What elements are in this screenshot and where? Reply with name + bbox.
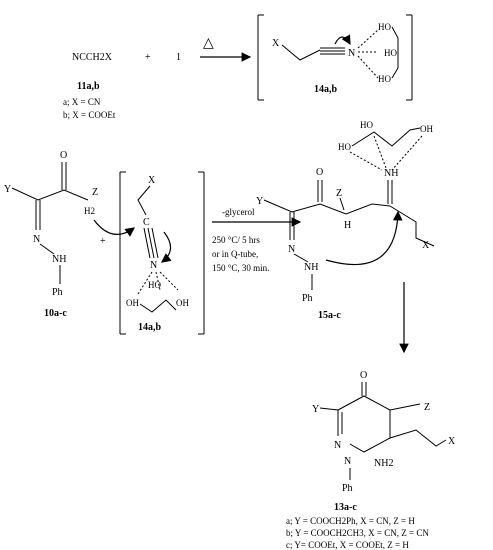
hydroxyl-3: HO	[378, 74, 391, 84]
product-13: O Y Z N N Ph NH2 X 13a-c	[312, 370, 456, 513]
condition-line-2: 250 °C/ 5 hrs	[212, 235, 260, 245]
hydroxyl-oh-right: OH	[176, 298, 189, 308]
condition-line-3: or in Q-tube,	[212, 249, 258, 259]
nitrogen-n: N	[348, 48, 355, 59]
legend-c: c; Y= COOEt, X = COOEt, Z = H	[286, 540, 409, 550]
hydroxyl-ho: HO	[148, 280, 161, 290]
compound-label-14-lower: 14a,b	[138, 322, 162, 333]
hydroxyl-ho-top: HO	[360, 120, 373, 130]
condition-line-4: 150 °C, 30 min.	[212, 263, 269, 273]
substituent-y: Y	[312, 404, 319, 415]
legend-a: a; Y = COOCH2Ph, X = CN, Z = H	[286, 516, 415, 526]
hydroxyl-ho-left: HO	[338, 142, 351, 152]
hydroxyl-oh-right: OH	[420, 124, 433, 134]
amine-nh2: NH2	[374, 458, 393, 469]
variant-b: b; X = COOEt	[63, 110, 116, 120]
plus-sign-2: +	[100, 236, 106, 247]
phenyl-ph: Ph	[52, 287, 63, 298]
reagent-11: NCCH2X + 1 11a,b a; X = CN b; X = COOEt	[63, 52, 181, 120]
heat-symbol: △	[203, 36, 214, 51]
oxygen-o: O	[360, 370, 367, 381]
oxygen-o: O	[316, 167, 323, 178]
hydroxyl-1: HO	[378, 22, 391, 32]
phenyl-ph: Ph	[302, 293, 313, 304]
oxygen-o: O	[60, 150, 67, 161]
condition-line-1: -glycerol	[222, 207, 255, 217]
legend-b: b; Y = COOCH2CH3, X = CN, Z = CN	[286, 528, 429, 538]
imine-nh: NH	[384, 168, 398, 179]
hydroxyl-2: HO	[384, 48, 397, 58]
substituent-z: Z	[424, 402, 430, 413]
ring-nitrogen-2: N	[344, 456, 351, 467]
substituent-y: Y	[4, 184, 11, 195]
amine-nh: NH	[304, 262, 318, 273]
reagent-formula: NCCH2X	[72, 52, 113, 63]
compound-label-14: 14a,b	[314, 84, 338, 95]
substituent-z: Z	[92, 187, 98, 198]
substituent-x: X	[148, 175, 156, 186]
step1-arrow: △	[200, 36, 252, 62]
hydroxyl-oh-left: OH	[126, 298, 139, 308]
nitrogen-n: N	[288, 244, 295, 255]
hydrazone-10: O Y Z H2 N NH Ph 10a-c	[4, 150, 135, 319]
substituent-y: Y	[256, 196, 263, 207]
substituent-x: X	[422, 240, 430, 251]
substituent-legend: a; Y = COOCH2Ph, X = CN, Z = H b; Y = CO…	[286, 516, 429, 550]
partner-label: 1	[176, 52, 181, 63]
intermediate-15: HO HO OH NH O Y Z H N NH Ph X 15a-c	[256, 120, 435, 321]
hydrogen-h: H	[344, 220, 351, 231]
nitrogen-n: N	[150, 260, 157, 271]
compound-label-15: 15a-c	[318, 310, 341, 321]
step2-arrow: -glycerol 250 °C/ 5 hrs or in Q-tube, 15…	[212, 207, 302, 273]
compound-label-13: 13a-c	[334, 502, 357, 513]
methylene-h2: H2	[84, 206, 95, 216]
compound-label-10: 10a-c	[44, 308, 67, 319]
complex-14-lower: X C N HO OH OH 14a,b	[119, 171, 205, 335]
complex-14-top: X N HO HO HO 14a,b	[257, 14, 413, 101]
variant-a: a; X = CN	[63, 97, 101, 107]
substituent-x: X	[448, 436, 456, 447]
plus-sign: +	[145, 52, 151, 63]
compound-label-11: 11a,b	[77, 81, 100, 92]
substituent-x: X	[272, 38, 280, 49]
ring-nitrogen-1: N	[334, 440, 341, 451]
substituent-z: Z	[336, 188, 342, 199]
phenyl-ph: Ph	[342, 483, 353, 494]
nitrogen-n: N	[33, 234, 40, 245]
carbon-c: C	[143, 217, 150, 228]
amine-nh: NH	[52, 254, 66, 265]
